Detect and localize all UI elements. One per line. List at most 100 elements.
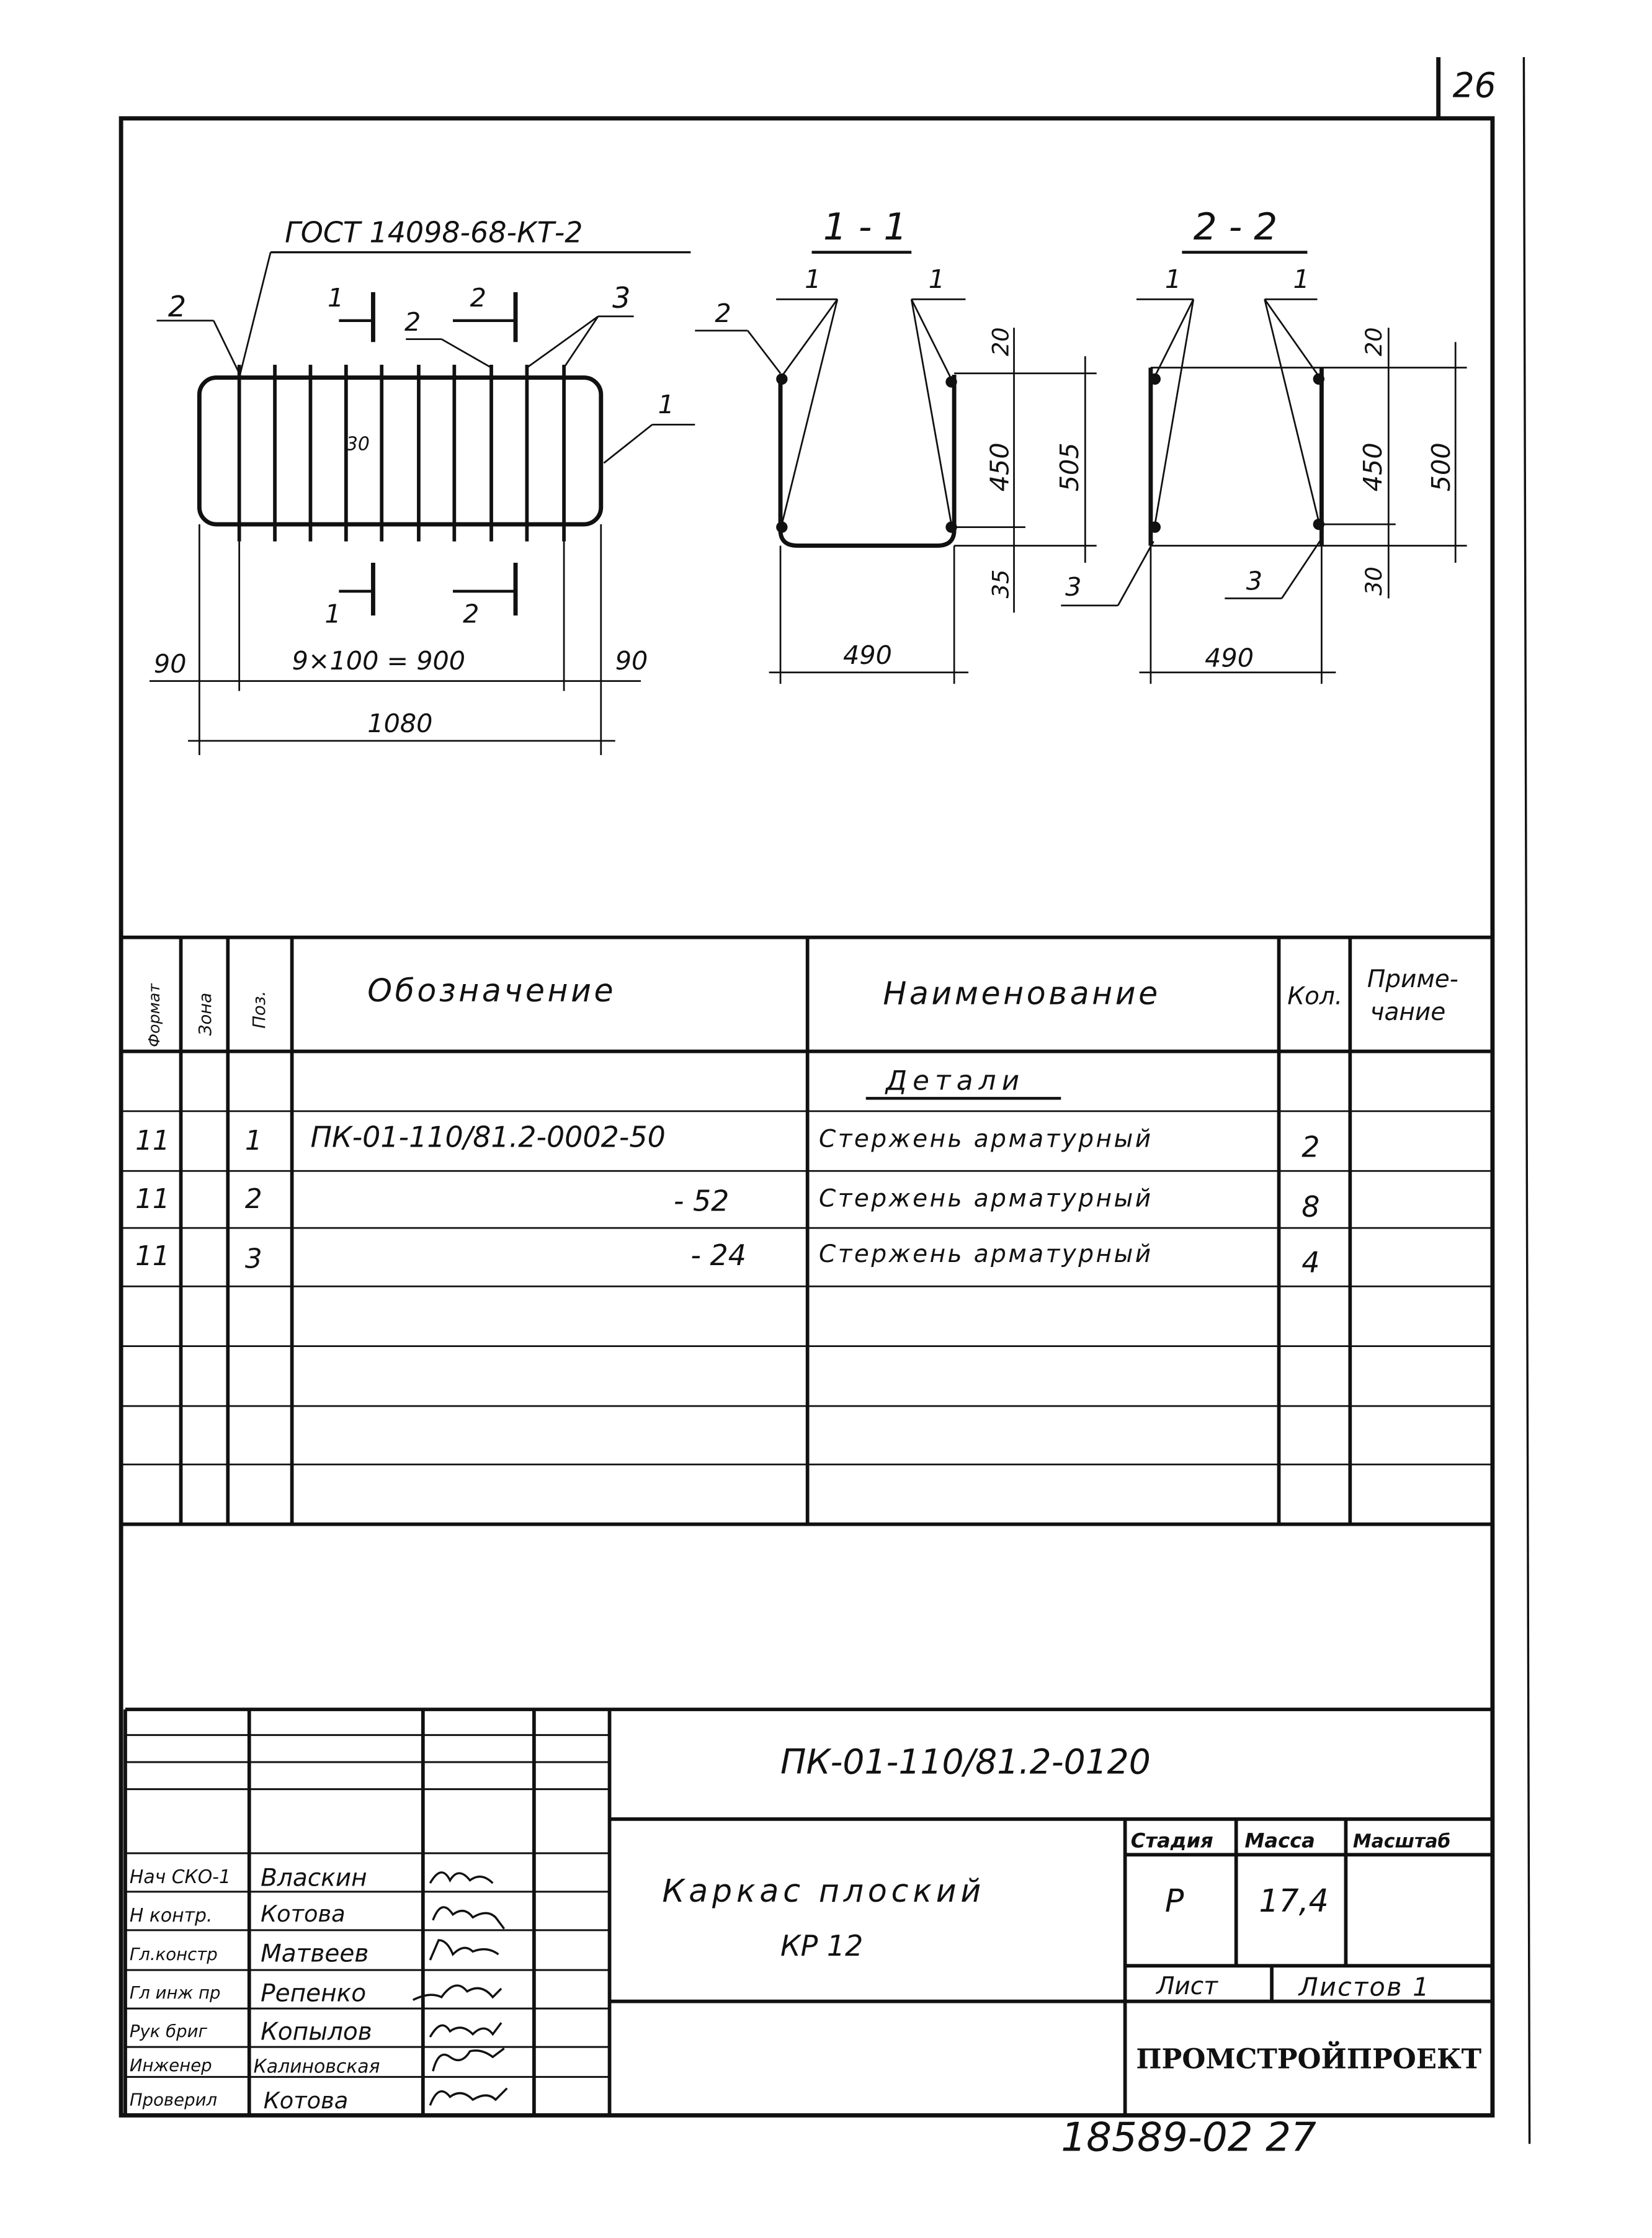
sheet-frame	[118, 57, 1531, 2144]
mass-value: 17,4	[1259, 1882, 1328, 1919]
signatures	[412, 1871, 508, 2106]
svg-text:Н контр.: Н контр.	[130, 1905, 212, 1927]
svg-text:1: 1	[658, 390, 674, 419]
svg-text:Масса: Масса	[1244, 1829, 1315, 1853]
svg-text:Лист: Лист	[1155, 1972, 1218, 2000]
svg-text:505: 505	[1055, 442, 1084, 491]
svg-text:2 - 2: 2 - 2	[1194, 206, 1277, 249]
svg-text:30: 30	[1360, 566, 1387, 596]
standard-note: ГОСТ 14098-68-КТ-2	[285, 216, 583, 249]
svg-text:Репенко: Репенко	[261, 1980, 366, 2008]
svg-text:1: 1	[245, 1126, 262, 1157]
svg-text:ПК-01-110/81.2-0002-50: ПК-01-110/81.2-0002-50	[310, 1120, 665, 1153]
signer-row: Гл.констр Матвеев	[130, 1940, 369, 1967]
svg-text:11: 11	[135, 1184, 170, 1215]
svg-text:чание: чание	[1370, 998, 1445, 1026]
svg-text:Листов 1: Листов 1	[1298, 1972, 1431, 2002]
svg-text:Котова: Котова	[261, 1900, 346, 1927]
table-row: 11 2 - 52 Стержень арматурный 8	[135, 1184, 1319, 1224]
svg-text:2: 2	[404, 307, 421, 337]
header-designation: Обозначение	[367, 972, 616, 1009]
organization: ПРОМСТРОЙПРОЕКТ	[1136, 2042, 1481, 2075]
table-row: 11 3 - 24 Стержень арматурный 4	[135, 1238, 1319, 1279]
title-block: ПК-01-110/81.2-0120 Каркас плоский КР 12…	[123, 1708, 1493, 2116]
svg-text:2: 2	[245, 1184, 262, 1215]
stage-value: Р	[1165, 1882, 1184, 1919]
table-row: 11 1 ПК-01-110/81.2-0002-50 Стержень арм…	[135, 1120, 1319, 1163]
drawing-title: Каркас плоский	[662, 1873, 985, 1909]
svg-text:1: 1	[929, 264, 945, 294]
svg-text:2: 2	[715, 298, 731, 328]
svg-text:490: 490	[1205, 643, 1254, 673]
document-code: ПК-01-110/81.2-0120	[780, 1742, 1151, 1781]
svg-text:1: 1	[324, 599, 341, 629]
svg-text:3: 3	[245, 1243, 262, 1274]
svg-text:1080: 1080	[367, 709, 432, 738]
header-name: Наименование	[883, 975, 1161, 1012]
header-note: Приме-	[1367, 965, 1458, 993]
svg-text:Гл.констр: Гл.констр	[130, 1945, 218, 1964]
header-format: Формат	[145, 983, 163, 1047]
signer-row: Рук бриг Копылов	[130, 2018, 372, 2046]
svg-text:3: 3	[612, 281, 630, 315]
svg-text:Стержень арматурный: Стержень арматурный	[819, 1185, 1153, 1213]
svg-text:2: 2	[1302, 1130, 1319, 1163]
svg-text:2: 2	[470, 283, 486, 313]
svg-text:1: 1	[805, 264, 821, 294]
svg-text:3: 3	[1065, 572, 1081, 602]
section-1-1: 1 - 1 1 1 2 20 450 505 35 490	[695, 206, 1097, 684]
archive-number: 18589-02 27	[1061, 2115, 1316, 2161]
header-zone: Зона	[195, 993, 215, 1036]
svg-text:1: 1	[328, 283, 344, 313]
svg-text:500: 500	[1426, 442, 1456, 491]
svg-text:Проверил: Проверил	[130, 2090, 217, 2110]
svg-text:Стержень арматурный: Стержень арматурный	[819, 1125, 1153, 1153]
svg-text:4: 4	[1302, 1245, 1319, 1279]
svg-text:Власкин: Власкин	[261, 1864, 367, 1892]
signer-row: Н контр. Котова	[130, 1900, 346, 1927]
svg-text:1 - 1: 1 - 1	[823, 206, 907, 249]
svg-text:11: 11	[135, 1126, 170, 1157]
svg-text:Калиновская: Калиновская	[254, 2056, 380, 2077]
svg-text:- 24: - 24	[690, 1238, 746, 1272]
svg-text:Котова: Котова	[264, 2087, 349, 2114]
section-title: Детали	[885, 1065, 1025, 1096]
svg-text:Гл инж пр: Гл инж пр	[130, 1983, 221, 2003]
section-2-2: 2 - 2 1 1 3 3 20 450 500 30 490	[1061, 206, 1467, 684]
frame-bar	[197, 375, 604, 527]
svg-text:1: 1	[1293, 264, 1309, 294]
svg-text:11: 11	[135, 1241, 170, 1272]
svg-text:Масштаб: Масштаб	[1353, 1831, 1450, 1853]
svg-text:20: 20	[1360, 327, 1387, 356]
svg-text:1: 1	[1165, 264, 1181, 294]
svg-text:Инженер: Инженер	[130, 2056, 212, 2075]
svg-text:490: 490	[843, 640, 892, 670]
svg-text:Копылов: Копылов	[261, 2018, 372, 2046]
svg-text:450: 450	[1358, 442, 1388, 491]
drawing-subtitle: КР 12	[780, 1929, 863, 1963]
plan-view: ГОСТ 14098-68-КТ-2 2 2 3 1 1	[150, 216, 695, 755]
svg-text:3: 3	[1246, 566, 1262, 596]
header-qty: Кол.	[1287, 983, 1342, 1011]
svg-text:Нач СКО-1: Нач СКО-1	[130, 1866, 231, 1888]
spec-table: Формат Зона Поз. Обозначение Наименовани…	[121, 935, 1493, 1526]
svg-text:450: 450	[985, 442, 1014, 491]
svg-text:- 52: - 52	[674, 1184, 730, 1218]
svg-text:Стадия: Стадия	[1131, 1829, 1213, 1853]
signer-row: Инженер Калиновская	[130, 2056, 380, 2077]
svg-text:Рук бриг: Рук бриг	[130, 2021, 208, 2041]
svg-text:9×100 = 900: 9×100 = 900	[292, 646, 466, 676]
svg-text:Матвеев: Матвеев	[261, 1940, 368, 1967]
svg-text:2: 2	[168, 290, 186, 323]
svg-text:90: 90	[615, 646, 648, 676]
svg-text:8: 8	[1302, 1190, 1319, 1224]
svg-text:20: 20	[987, 327, 1014, 356]
svg-text:Стержень арматурный: Стержень арматурный	[819, 1240, 1153, 1268]
sheet-number: 26	[1453, 65, 1496, 105]
signer-row: Нач СКО-1 Власкин	[130, 1864, 367, 1892]
svg-text:90: 90	[154, 649, 187, 679]
transverse-bars	[237, 364, 566, 542]
header-pos: Поз.	[249, 991, 269, 1029]
svg-text:30: 30	[346, 434, 370, 455]
